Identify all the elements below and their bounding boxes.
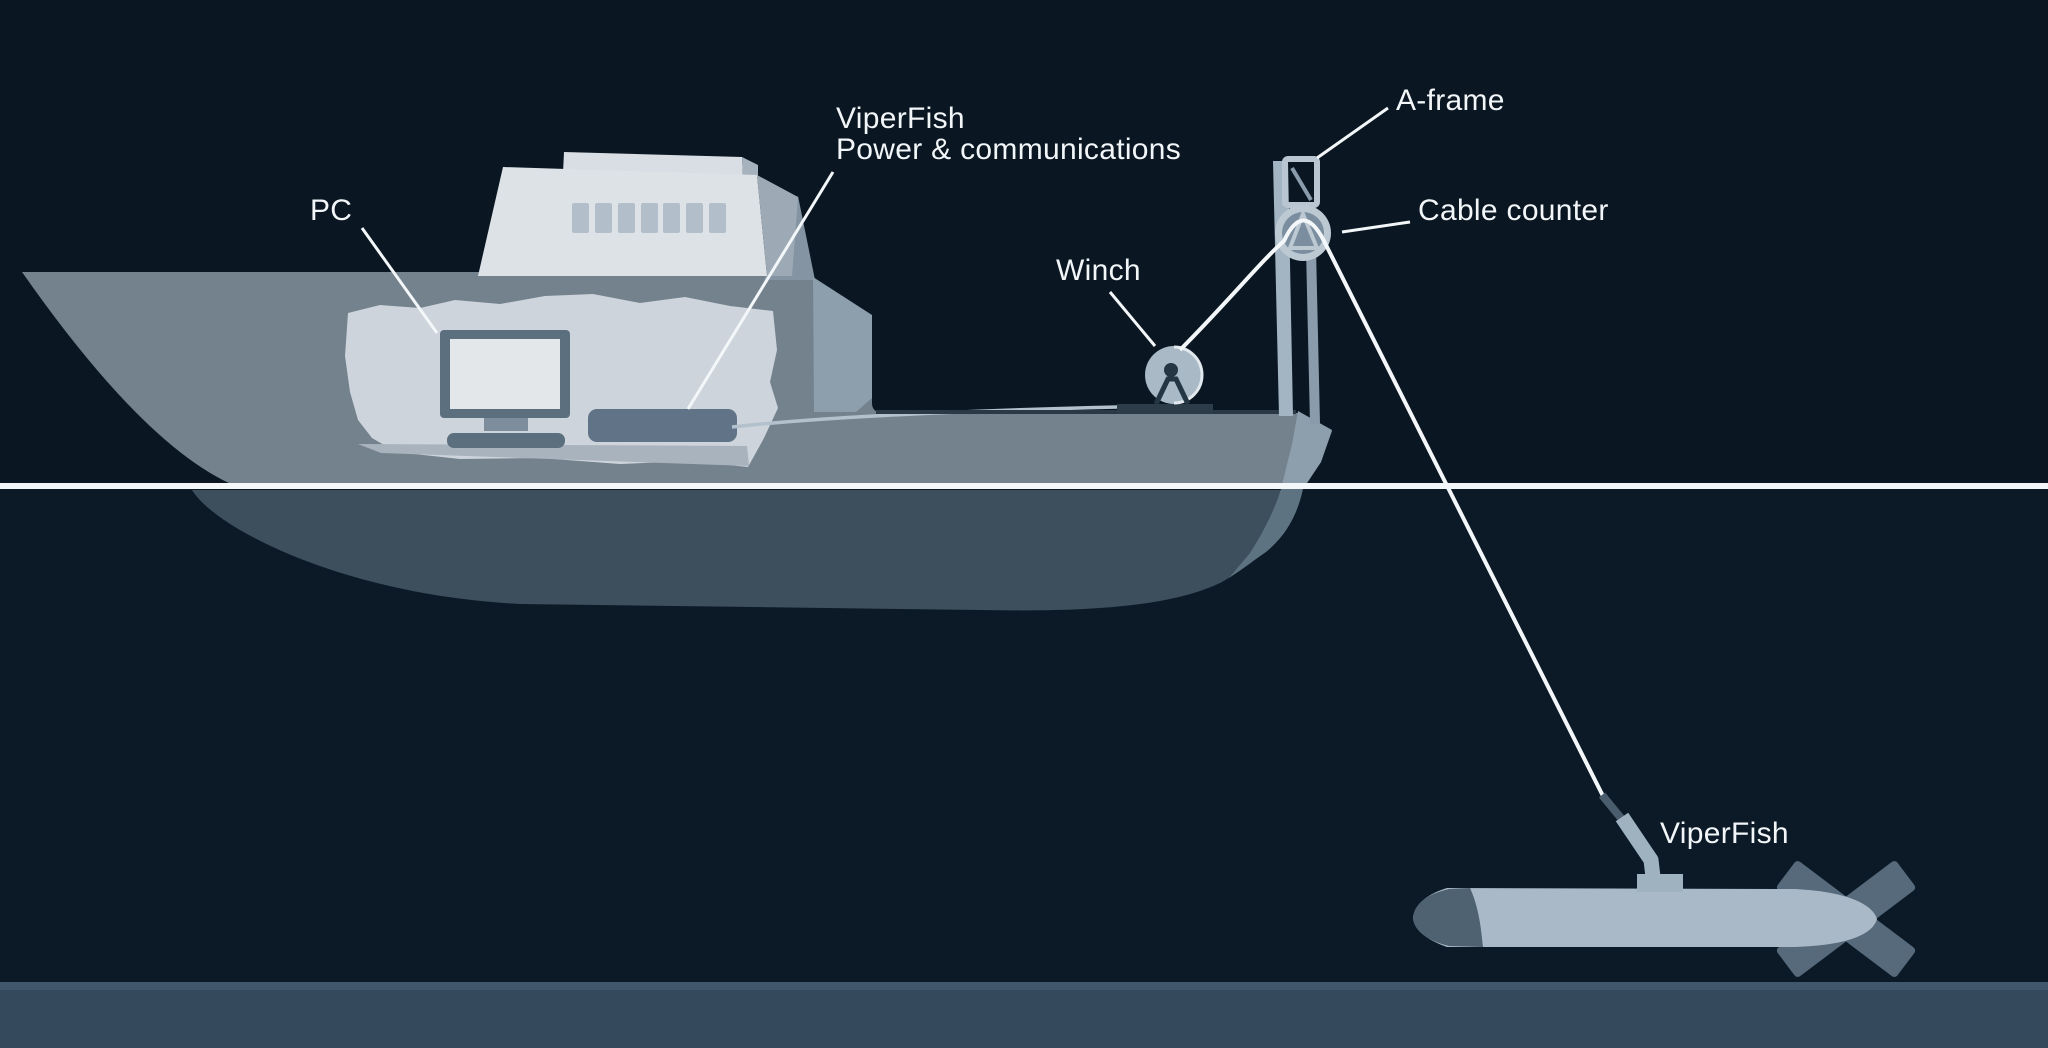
leader-line-cable-counter	[1341, 220, 1411, 234]
transom-band	[1281, 411, 1332, 489]
towfish-body	[1413, 888, 1877, 947]
a-frame-bracket-brace	[1290, 166, 1313, 202]
power-comms-unit	[588, 409, 737, 442]
label-winch: Winch	[1056, 254, 1141, 287]
leader-line-power-comms	[686, 171, 835, 410]
label-towfish: ViperFish	[1660, 817, 1789, 850]
cutaway-floor	[358, 444, 749, 466]
a-frame-rear-post	[1306, 248, 1320, 424]
pc-keyboard	[447, 433, 565, 448]
leader-line-pc	[360, 227, 439, 334]
cabin-window	[595, 203, 612, 233]
transom-band-underwater	[1229, 489, 1303, 578]
cable-counter-spokes	[1287, 208, 1320, 250]
label-cable-counter: Cable counter	[1418, 194, 1609, 227]
cabin-window	[572, 203, 589, 233]
label-a-frame: A-frame	[1396, 84, 1505, 117]
leader-line-winch	[1108, 291, 1157, 347]
winch-frame	[1153, 376, 1191, 406]
winch-base	[1117, 404, 1213, 414]
label-viperfish-power-line2: Power & communications	[836, 133, 1182, 166]
waterline	[0, 483, 2048, 489]
hull-underwater	[192, 490, 1302, 611]
cabin-window	[686, 203, 703, 233]
cabin-window	[709, 203, 726, 233]
hull-step-band	[813, 277, 872, 412]
deck-cable	[731, 405, 1119, 429]
cabin-upper-side-face	[742, 157, 758, 177]
cabin-window	[641, 203, 658, 233]
pc-monitor-stand	[484, 418, 528, 431]
label-pc: PC	[310, 194, 353, 227]
towfish-nose	[1413, 888, 1483, 947]
pc-monitor-screen	[450, 339, 560, 409]
label-viperfish-power: ViperFish Power & communications	[836, 103, 1181, 165]
a-frame-top-bracket	[1282, 156, 1320, 208]
seabed	[0, 990, 2048, 1048]
cabin-window-row	[572, 203, 726, 233]
seabed-surface-strip	[0, 982, 2048, 992]
cabin-window	[618, 203, 635, 233]
leader-line-a-frame	[1316, 106, 1389, 160]
towfish-bridle-arm	[1615, 812, 1661, 878]
winch-hub	[1164, 363, 1178, 377]
cabin-window	[663, 203, 680, 233]
label-viperfish-power-line1: ViperFish	[836, 102, 965, 135]
towfish-bridle-mount	[1637, 874, 1683, 892]
cabin-side-face	[757, 175, 798, 276]
tow-cable	[1178, 218, 1606, 799]
